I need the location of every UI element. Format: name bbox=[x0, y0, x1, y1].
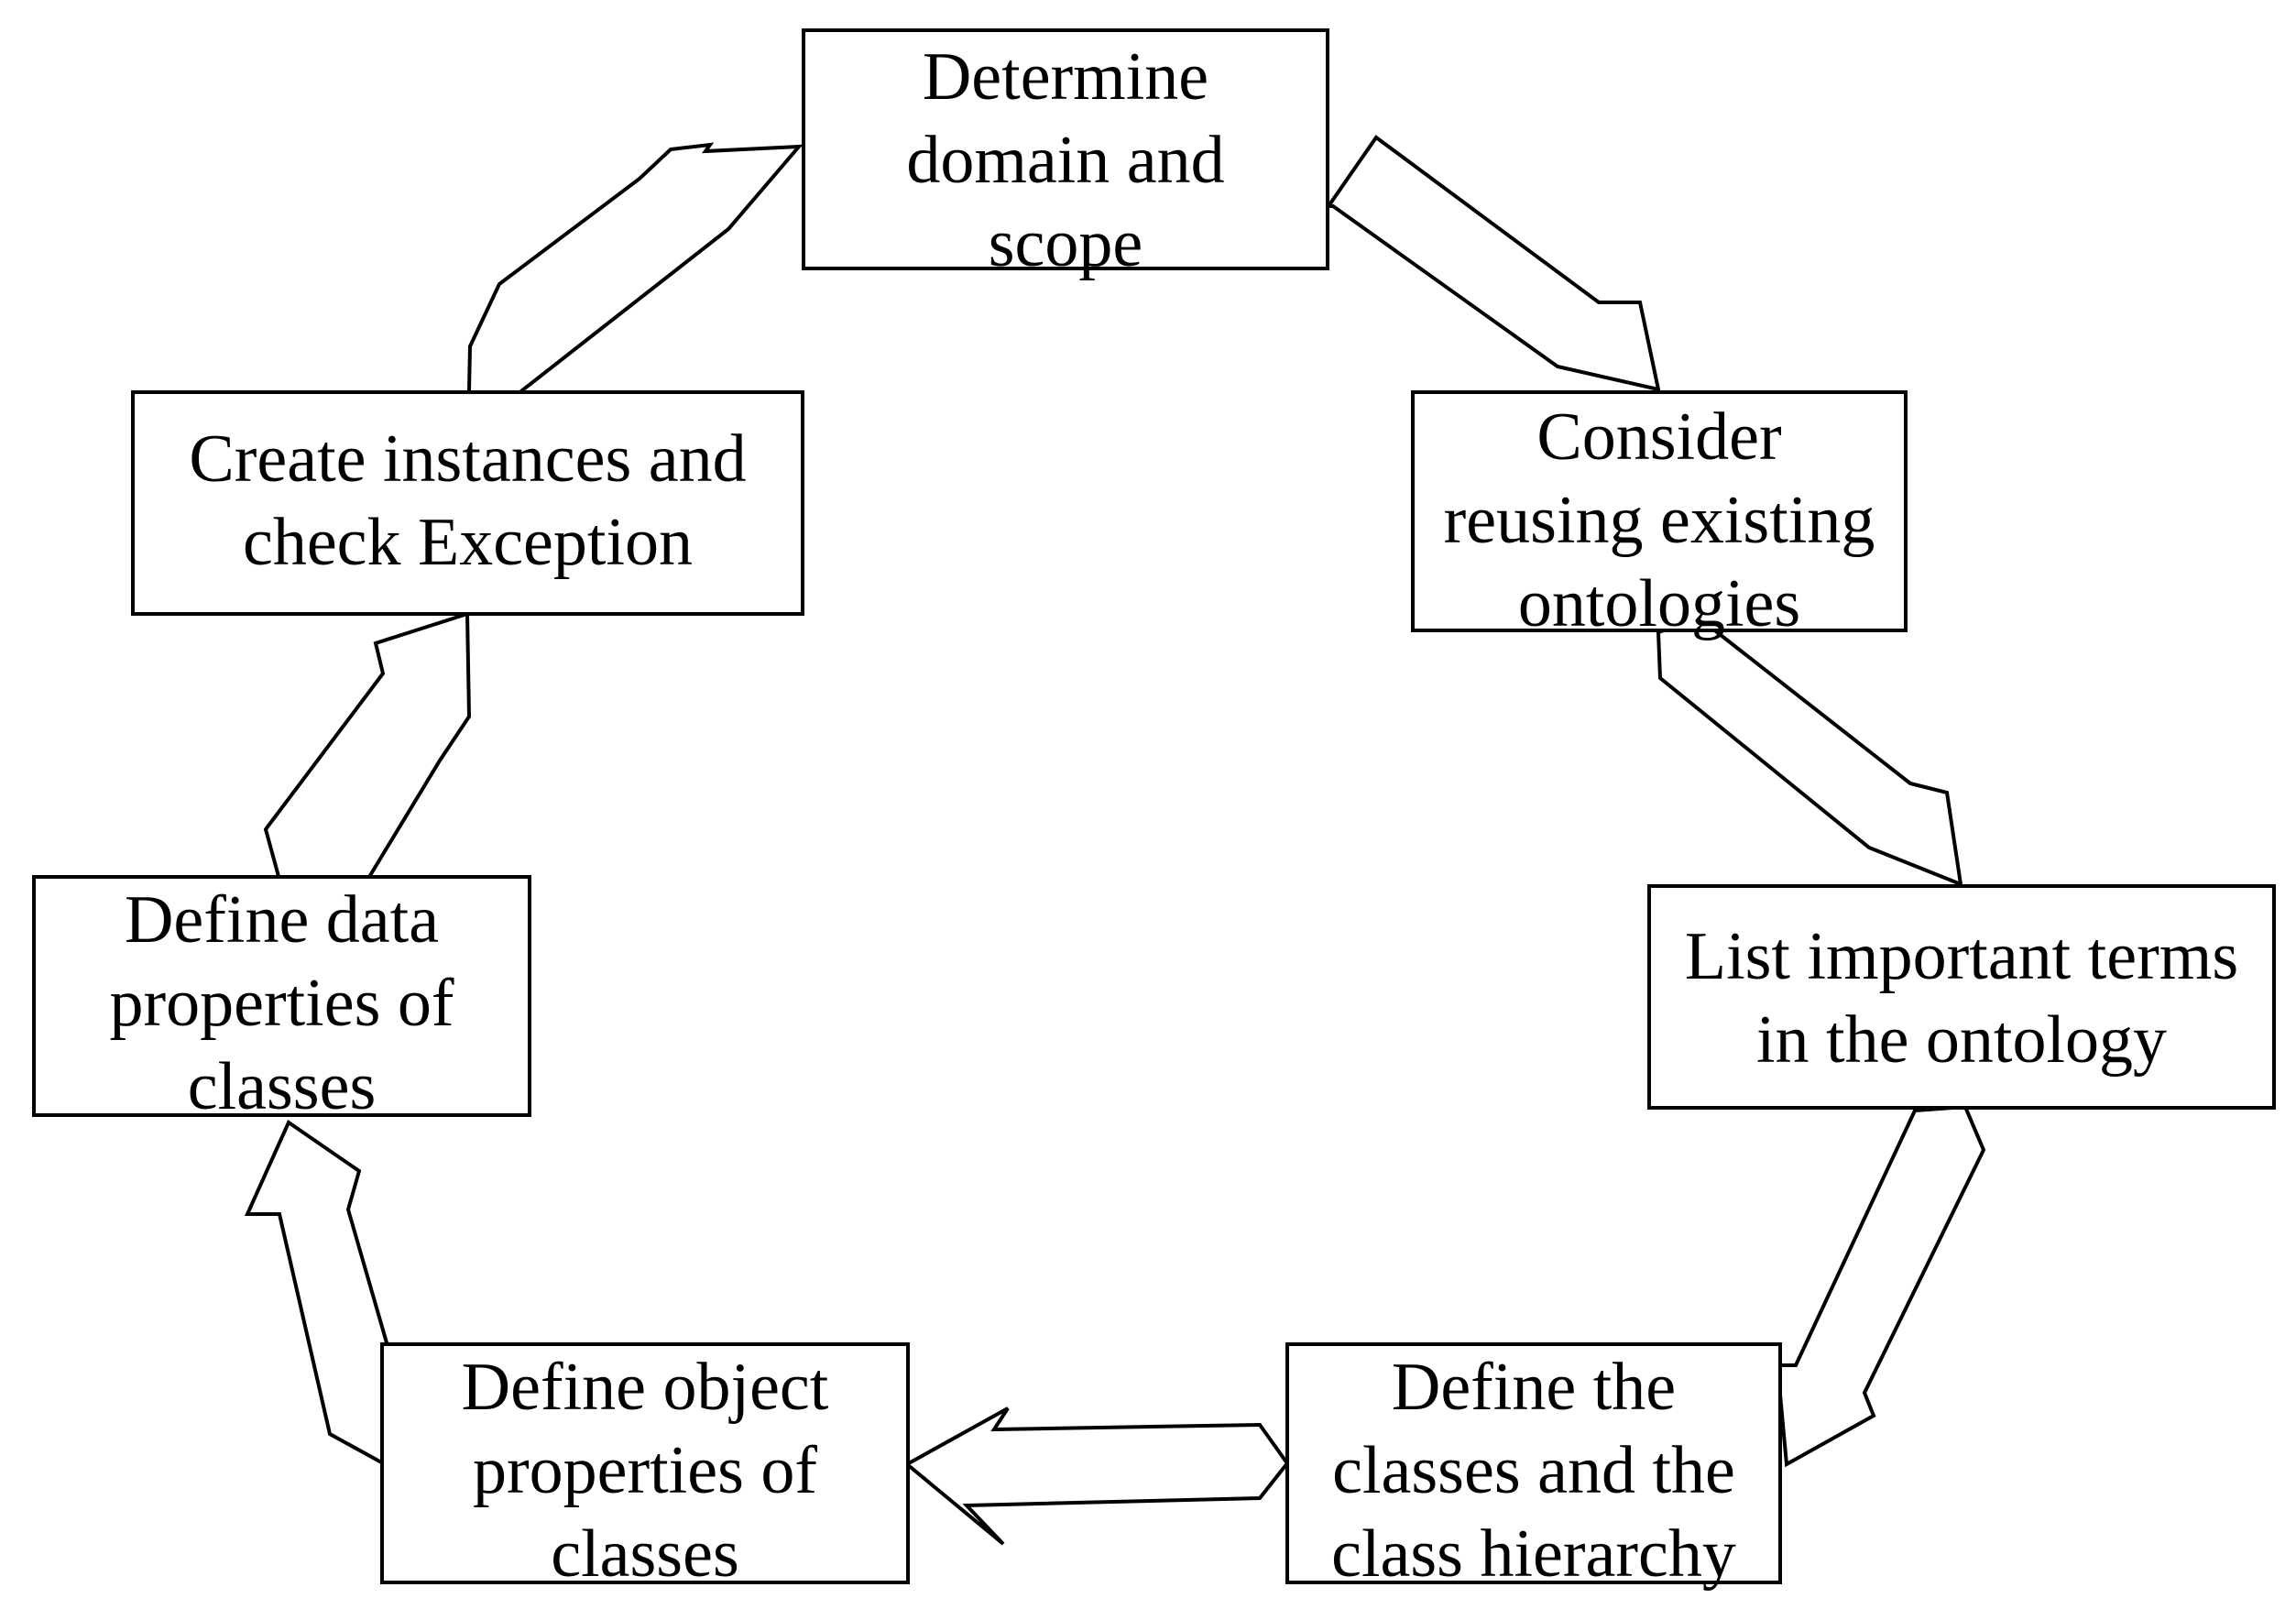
step-text-line: classes bbox=[187, 1049, 377, 1124]
step-text-line: List important terms bbox=[1684, 919, 2239, 994]
step-text-line: classes bbox=[551, 1516, 739, 1592]
step-text-line: Define data bbox=[124, 882, 440, 958]
step-text-line: properties of bbox=[109, 966, 454, 1041]
step-text-line: class hierarchy bbox=[1331, 1516, 1736, 1592]
step-list-important-terms: List important terms in the ontology bbox=[1647, 884, 2276, 1110]
step-define-classes-and-hierarchy: Define the classes and the class hierarc… bbox=[1285, 1342, 1782, 1592]
step-text-line: in the ontology bbox=[1755, 1002, 2168, 1078]
step-text-line: Define object bbox=[461, 1350, 829, 1425]
step-text-line: check Exception bbox=[242, 505, 694, 580]
step-define-object-properties: Define object properties of classes bbox=[380, 1342, 910, 1592]
step-define-data-properties: Define data properties of classes bbox=[32, 875, 531, 1124]
step-create-instances-check-exception: Create instances and check Exception bbox=[131, 390, 804, 616]
step-text-line: properties of bbox=[472, 1433, 818, 1508]
step-text-line: scope bbox=[988, 206, 1143, 281]
step-text-line: ontologies bbox=[1517, 566, 1801, 641]
step-text-line: Consider bbox=[1536, 400, 1782, 475]
step-text-line: domain and bbox=[906, 123, 1225, 198]
step-text-line: Create instances and bbox=[189, 421, 747, 497]
step-consider-reusing-ontologies: Consider reusing existing ontologies bbox=[1411, 390, 1908, 641]
step-text-line: Determine bbox=[922, 39, 1209, 115]
step-text-line: reusing existing bbox=[1443, 483, 1875, 558]
step-text-line: classes and the bbox=[1332, 1433, 1735, 1508]
step-determine-domain-and-scope: Determine domain and scope bbox=[802, 28, 1329, 281]
step-text-line: Define the bbox=[1391, 1350, 1677, 1425]
